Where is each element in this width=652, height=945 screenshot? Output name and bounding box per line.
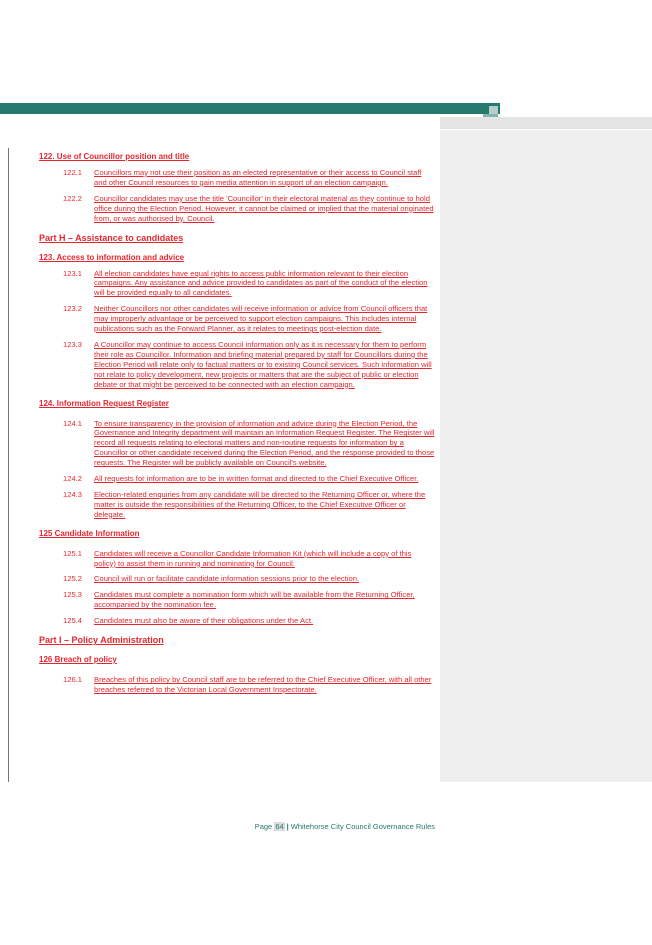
clause-number: 126.1 [63,675,83,685]
clause-number: 122.1 [63,168,83,177]
clause-text: All election candidates have equal right… [94,268,428,298]
section-heading-125: 125 Candidate Information [39,528,140,538]
clause-text: Councillors may not use their position a… [94,168,422,187]
clause-number: 125.1 [63,548,83,558]
clause-text: Candidates must complete a nomination fo… [94,590,415,610]
clause-text: All requests for information are to be i… [94,474,419,484]
clause-number: 125.3 [63,590,83,600]
section-heading-126: 126 Breach of policy [39,655,117,665]
clause-number: 125.2 [63,574,83,584]
clause-text: To ensure transparency in the provision … [94,418,435,468]
clause-text: A Councillor may continue to access Coun… [94,339,432,389]
clause-text: Candidates will receive a Councillor Can… [94,548,412,568]
clause-122-1: 122.1 Councillors may not use their posit… [39,168,435,188]
part-heading-i: Part I – Policy Administration [39,635,164,646]
comment-pane-header [440,117,652,129]
footer-separator: | [286,822,289,831]
clause-122-2: 122.2 Councillor candidates may use the t… [39,194,435,224]
clause-text: Councillor candidates may use the title … [94,193,434,223]
clause-number: 124.2 [63,474,83,484]
clause-126-1: 126.1 Breaches of this policy by Council … [39,675,435,695]
clause-123-3: 123.3 A Councillor may continue to access… [39,340,435,390]
clause-text: Neither Councillors nor other candidates… [94,304,428,334]
clause-number: 123.3 [63,339,83,349]
clause-124-2: 124.2 All requests for information are to… [39,474,435,484]
footer-title: Whitehorse City Council Governance Rules [290,822,435,831]
clause-text: Election-related enquiries from any cand… [94,489,426,519]
comment-margin-pane [440,130,652,782]
clause-number: 124.3 [63,489,83,499]
clause-124-3: 124.3 Election-related enquiries from any… [39,490,435,520]
footer-page-prefix: Page [254,822,275,831]
header-band [0,103,500,114]
clause-125-3: 125.3 Candidates must complete a nominati… [39,590,435,610]
change-bar [8,148,9,782]
document-body: 122. Use of Councillor position and titl… [39,152,435,695]
clause-123-2: 123.2 Neither Councillors nor other candi… [39,304,435,334]
clause-number: 123.2 [63,304,83,314]
clause-125-1: 125.1 Candidates will receive a Councillo… [39,549,435,569]
part-heading-h: Part H – Assistance to candidates [39,232,184,243]
clause-number: 122.2 [63,193,83,203]
page-footer: Page 64|Whitehorse City Council Governan… [0,822,435,831]
footer-page-number: 64 [274,822,285,831]
clause-number: 123.1 [63,268,83,278]
clause-text: Breaches of this policy by Council staff… [94,675,432,694]
clause-125-2: 125.2 Council will run or facilitate cand… [39,574,435,584]
clause-number: 124.1 [63,418,83,428]
clause-125-4: 125.4 Candidates must also be aware of th… [39,616,435,626]
clause-text: Council will run or facilitate candidate… [94,574,360,584]
clause-number: 125.4 [63,616,83,626]
clause-123-1: 123.1 All election candidates have equal … [39,269,435,299]
clause-124-1: 124.1 To ensure transparency in the provi… [39,419,435,469]
section-heading-122: 122. Use of Councillor position and titl… [39,152,190,161]
section-heading-124: 124. Information Request Register [39,398,169,408]
clause-text: Candidates must also be aware of their o… [94,616,314,626]
section-heading-123: 123. Access to information and advice [39,252,185,262]
